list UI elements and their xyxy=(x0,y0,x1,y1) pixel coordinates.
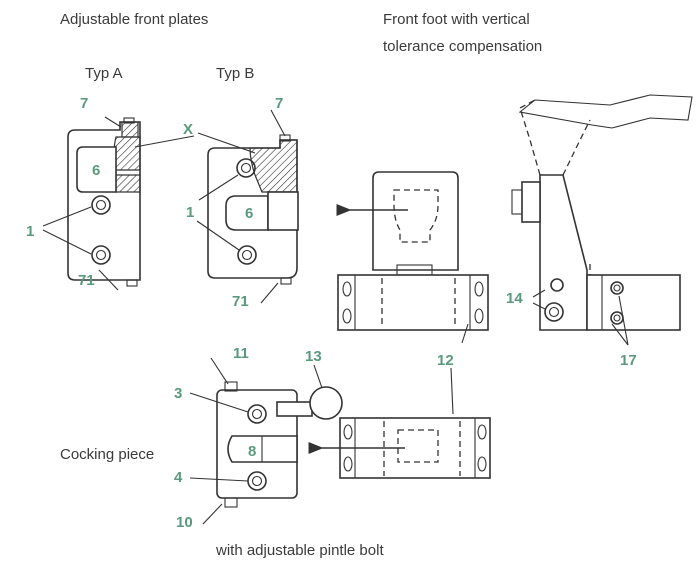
caption-front-foot-line1: Front foot with vertical xyxy=(383,11,530,28)
caption-typ-b: Typ B xyxy=(216,65,254,82)
callouts: 7 X 6 1 71 7 1 6 71 14 17 12 11 13 3 8 4… xyxy=(26,95,637,531)
caption-cocking-piece: Cocking piece xyxy=(60,446,154,463)
caption-front-foot-line2: tolerance compensation xyxy=(383,38,542,55)
front-foot-front-view xyxy=(337,171,489,331)
leader-lines xyxy=(42,109,629,525)
callout-a-7: 7 xyxy=(80,95,88,112)
caption-typ-a: Typ A xyxy=(85,65,123,82)
callout-a-1: 1 xyxy=(26,223,34,240)
caption-pintle-bolt: with adjustable pintle bolt xyxy=(215,542,384,559)
callout-8: 8 xyxy=(248,443,256,460)
callout-a-71: 71 xyxy=(78,272,95,289)
callout-3: 3 xyxy=(174,385,182,402)
callout-b-7: 7 xyxy=(275,95,283,112)
callout-14: 14 xyxy=(506,290,523,307)
callout-17: 17 xyxy=(620,352,637,369)
callout-13: 13 xyxy=(305,348,322,365)
callout-b-1: 1 xyxy=(186,204,194,221)
caption-adjustable-front-plates: Adjustable front plates xyxy=(60,11,208,28)
callout-a-6: 6 xyxy=(92,162,100,179)
front-plate-typ-a xyxy=(67,117,141,287)
callout-12: 12 xyxy=(437,352,454,369)
foot-block-bottom xyxy=(339,417,491,479)
cocking-piece xyxy=(216,381,343,508)
callout-10: 10 xyxy=(176,514,193,531)
callout-x: X xyxy=(183,121,193,138)
callout-4: 4 xyxy=(174,469,183,486)
callout-b-71: 71 xyxy=(232,293,249,310)
front-foot-side-view xyxy=(511,94,693,331)
callout-b-6: 6 xyxy=(245,205,253,222)
callout-11: 11 xyxy=(233,345,249,362)
